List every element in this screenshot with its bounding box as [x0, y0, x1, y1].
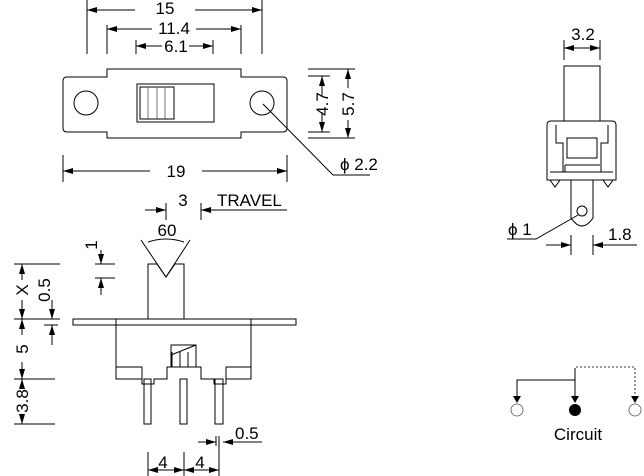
hole-diameter-label: ϕ 2.2: [340, 155, 378, 174]
dim-6-1: 6.1: [164, 37, 188, 56]
mounting-flange: [72, 318, 297, 326]
dim-11-4: 11.4: [158, 19, 190, 38]
terminal-hole: [576, 205, 588, 217]
pin-3: [214, 378, 224, 425]
dim-1-8: 1.8: [608, 225, 632, 244]
dim-1: 1: [82, 240, 101, 249]
mount-hole-right: [249, 90, 275, 116]
dim-19: 19: [167, 162, 186, 181]
side-view: 60 1 X 0.5 5 3.8 4 4 0.5: [13, 221, 297, 476]
circuit-label: Circuit: [554, 425, 602, 444]
terminal-hole-diameter: ϕ 1: [508, 220, 532, 239]
dim-x: X: [13, 284, 32, 295]
dim-5-7: 5.7: [339, 92, 358, 116]
actuator-end: [563, 65, 601, 122]
dim-0-5-top: 0.5: [35, 278, 54, 302]
pin-1: [143, 378, 152, 425]
pitch-left: 4: [158, 453, 167, 472]
angle-60: 60: [158, 221, 177, 240]
switch-housing-top: [62, 68, 288, 139]
mount-hole-left: [73, 90, 99, 116]
pin-2: [179, 378, 188, 425]
dim-3-2: 3.2: [571, 25, 595, 44]
pitch-right: 4: [195, 453, 204, 472]
terminal-1: [510, 403, 524, 417]
common-terminal: [569, 404, 581, 416]
terminal-lug: [570, 180, 594, 227]
circuit-diagram: Circuit: [510, 366, 642, 444]
dim-5: 5: [13, 344, 32, 353]
dim-4-7: 4.7: [313, 92, 332, 116]
dim-3-8: 3.8: [13, 389, 32, 413]
end-view: 3.2 ϕ 1 1.8: [507, 25, 637, 255]
dim-15: 15: [156, 0, 175, 18]
travel-label: TRAVEL: [217, 191, 282, 210]
terminal-3: [628, 403, 642, 417]
travel-value: 3: [178, 191, 187, 210]
top-view: 15 11.4 6.1 4.7 5.7 19 ϕ 2.2: [62, 0, 378, 182]
pin-width: 0.5: [235, 424, 259, 443]
travel-dimension: 3 TRAVEL: [145, 191, 287, 220]
